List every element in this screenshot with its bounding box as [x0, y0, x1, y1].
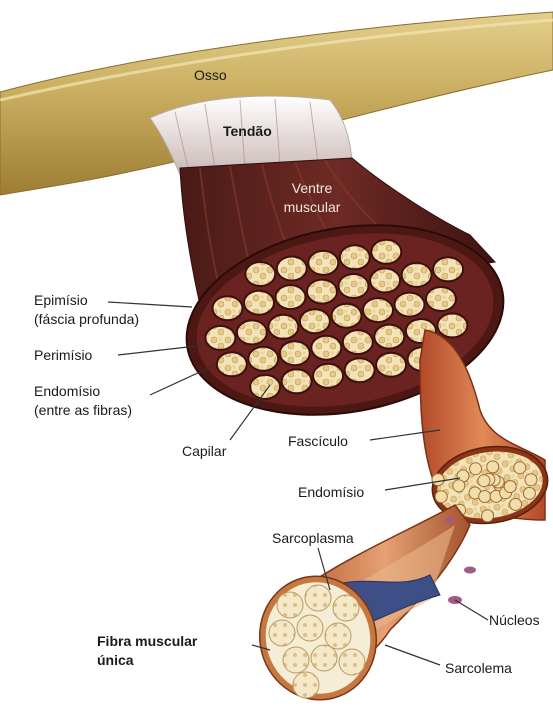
- myofibril-section: [311, 645, 337, 671]
- nucleus: [464, 567, 476, 574]
- myofibril-section: [333, 595, 359, 621]
- fiber-section: [523, 487, 535, 499]
- label-nuclei: Núcleos: [489, 612, 540, 628]
- myofibril-section: [283, 647, 309, 673]
- label-single-fiber-2: única: [97, 652, 134, 668]
- fascicle-section: [250, 375, 280, 399]
- fascicle-section: [268, 315, 298, 339]
- fascicle-section: [395, 293, 425, 317]
- myofibril-section: [339, 649, 365, 675]
- fascicle-section: [248, 347, 278, 371]
- fascicle-section: [245, 262, 275, 286]
- fiber-section: [510, 498, 522, 510]
- fascicle-section: [307, 280, 337, 304]
- fiber-section: [479, 491, 491, 503]
- fascicle-section: [332, 304, 362, 328]
- fiber-section: [435, 491, 447, 503]
- label-endomysium-fascicle: Endomísio: [298, 484, 364, 500]
- fascicle-section: [371, 240, 401, 264]
- fascicle-section: [313, 364, 343, 388]
- fascicle-section: [426, 287, 456, 311]
- fascicle-section: [345, 358, 375, 382]
- label-endomysium-2: (entre as fibras): [34, 402, 132, 418]
- label-bone: Osso: [194, 67, 227, 83]
- fascicle-section: [343, 330, 373, 354]
- fascicle-section: [311, 336, 341, 360]
- label-single-fiber-1: Fibra muscular: [97, 633, 197, 649]
- fascicle-section: [282, 369, 312, 393]
- myofibril-section: [305, 585, 331, 611]
- label-sarcoplasm: Sarcoplasma: [272, 530, 354, 546]
- fascicle-section: [308, 251, 338, 275]
- myofibril-section: [325, 623, 351, 649]
- fiber-section: [514, 462, 526, 474]
- myofibril-section: [293, 672, 319, 698]
- label-capillary: Capilar: [182, 443, 226, 459]
- fiber-section: [504, 481, 516, 493]
- fascicle-section: [402, 263, 432, 287]
- fascicle-section: [205, 326, 235, 350]
- label-fascicle: Fascículo: [288, 433, 348, 449]
- label-belly-2: muscular: [272, 199, 352, 215]
- label-epimysium-2: (fáscia profunda): [34, 311, 139, 327]
- fascicle-section: [276, 285, 306, 309]
- myofibril-section: [277, 592, 303, 618]
- myofibril-section: [297, 615, 323, 641]
- fascicle-section: [300, 309, 330, 333]
- fascicle-section: [340, 245, 370, 269]
- fascicle-section: [339, 274, 369, 298]
- fiber-section: [453, 480, 465, 492]
- fiber-section: [525, 474, 537, 486]
- nucleus: [445, 517, 455, 523]
- fascicle-section: [217, 352, 247, 376]
- fascicle-section: [244, 291, 274, 315]
- label-belly-1: Ventre: [277, 180, 347, 196]
- fascicle-section: [370, 268, 400, 292]
- fascicle-section: [213, 296, 243, 320]
- fascicle-section: [437, 313, 467, 337]
- fascicle-section: [363, 298, 393, 322]
- label-epimysium-1: Epimísio: [34, 292, 88, 308]
- fascicle-section: [376, 353, 406, 377]
- fascicle-section: [237, 320, 267, 344]
- fiber-section: [470, 463, 482, 475]
- fiber-section: [478, 475, 490, 487]
- label-endomysium-1: Endomísio: [34, 383, 100, 399]
- fiber-section: [482, 510, 494, 522]
- fascicle-section: [280, 341, 310, 365]
- label-sarcolemma: Sarcolema: [445, 660, 512, 676]
- label-perimysium: Perimísio: [34, 347, 92, 363]
- fiber-section: [432, 474, 444, 486]
- fiber-section: [487, 461, 499, 473]
- fascicle-section: [374, 325, 404, 349]
- myofibril-section: [269, 620, 295, 646]
- fascicle-section: [277, 257, 307, 281]
- fascicle-section: [433, 257, 463, 281]
- label-tendon: Tendão: [223, 123, 272, 139]
